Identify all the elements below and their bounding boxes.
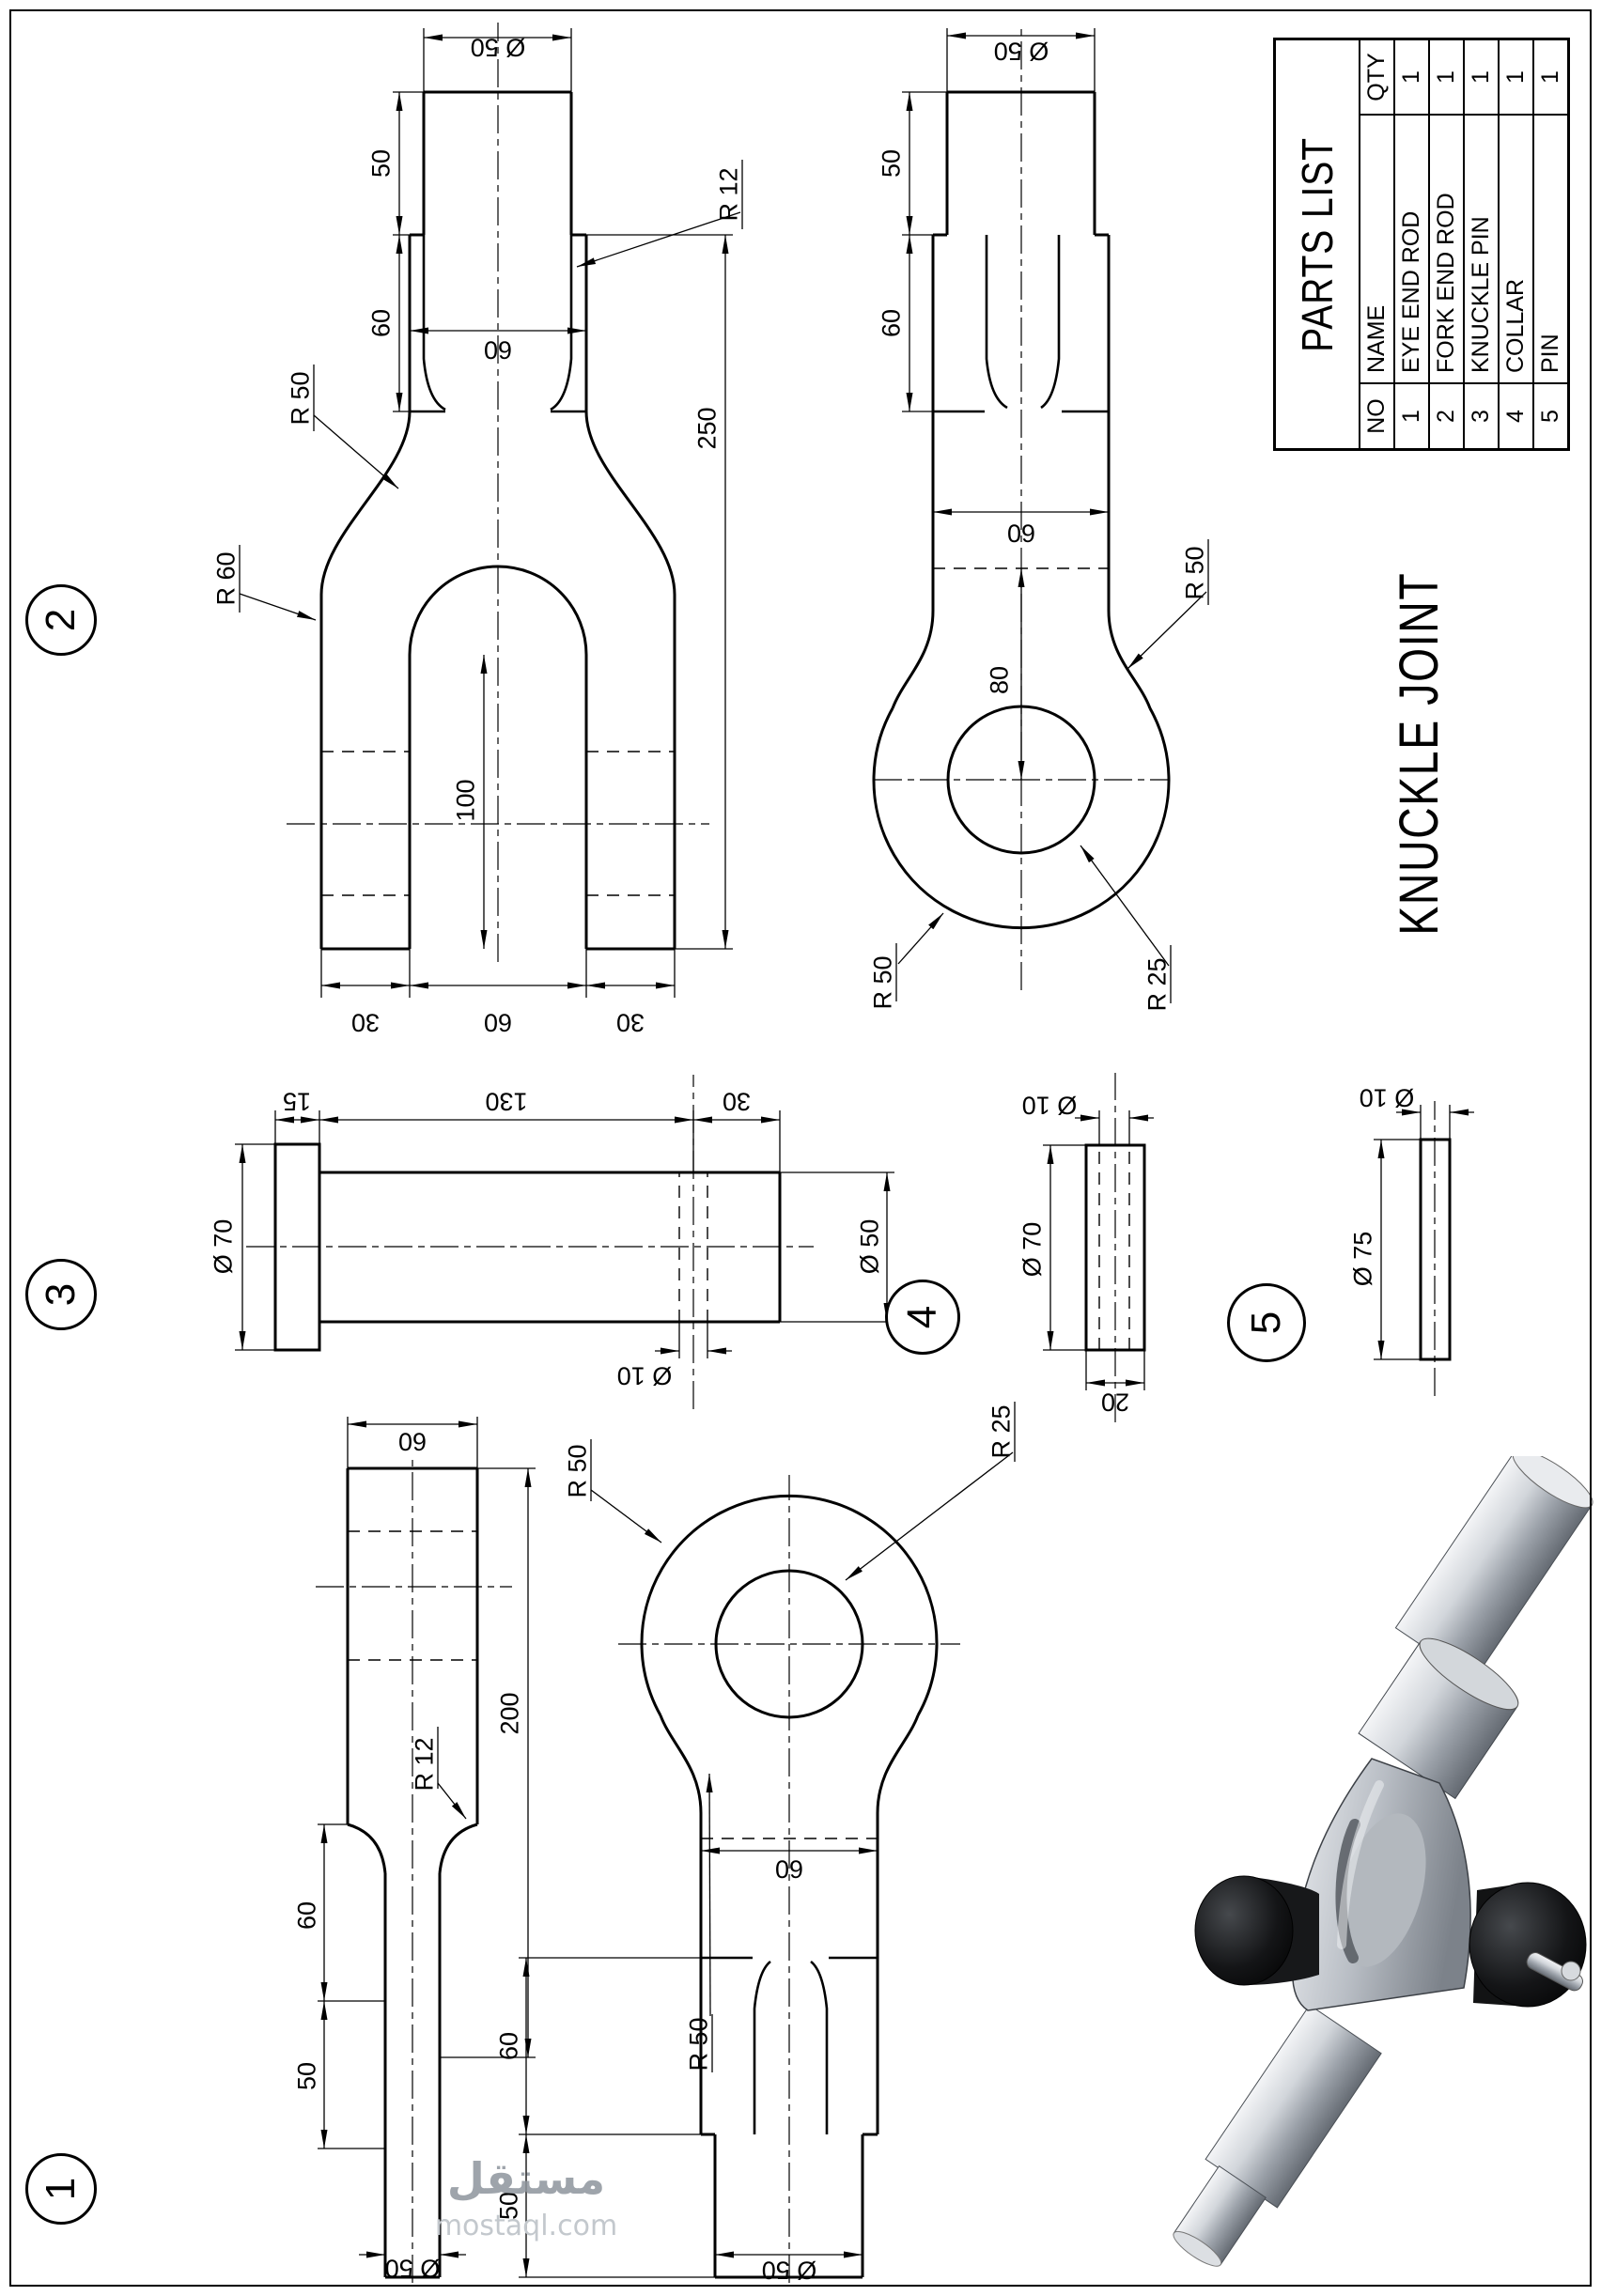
dim-label: Ø 75 bbox=[1348, 1231, 1377, 1287]
balloon-5: 5 bbox=[1227, 1283, 1306, 1362]
dim-label: 30 bbox=[722, 1087, 752, 1116]
parts-list-cell: 1 bbox=[1537, 70, 1563, 84]
dim-label: 50 bbox=[292, 2061, 321, 2091]
parts-list-header-row: NO NAME QTY bbox=[1360, 40, 1395, 448]
dim-label: R 12 bbox=[714, 167, 743, 222]
dim-label: 250 bbox=[692, 407, 722, 450]
parts-list-cell: KNUCKLE PIN bbox=[1465, 114, 1498, 382]
parts-list-cell: 3 bbox=[1465, 382, 1498, 448]
parts-list-cell: PIN bbox=[1534, 114, 1567, 382]
view-fork-front bbox=[239, 23, 743, 998]
render-collar-left bbox=[1194, 1875, 1294, 1986]
dim-label: 60 bbox=[366, 308, 396, 338]
balloon-1: 1 bbox=[25, 2153, 97, 2225]
render-upper-rod bbox=[1394, 1456, 1593, 1682]
render-shoulder bbox=[1358, 1637, 1519, 1800]
dim-label: R 12 bbox=[410, 1737, 439, 1792]
parts-list-header-no: NO bbox=[1360, 382, 1393, 448]
view-knuckle-pin bbox=[235, 1075, 894, 1409]
parts-list-cell: 1 bbox=[1395, 382, 1428, 448]
dim-label: Ø 10 bbox=[616, 1361, 673, 1390]
dim-label: 50 bbox=[366, 148, 396, 178]
drawing-title: KNUCKLE JOINT bbox=[1388, 572, 1450, 936]
dim-label: Ø 50 bbox=[993, 37, 1049, 66]
parts-list-cell: 4 bbox=[1500, 382, 1532, 448]
parts-list-cell: FORK END ROD bbox=[1430, 114, 1463, 382]
dim-label: 30 bbox=[615, 1008, 645, 1037]
dim-label: 200 bbox=[495, 1692, 524, 1735]
render-fork-slot bbox=[1338, 1813, 1426, 1967]
view-fork-side bbox=[872, 24, 1209, 1003]
dim-label: Ø 50 bbox=[470, 33, 526, 62]
parts-list-cell: 2 bbox=[1430, 382, 1463, 448]
dim-label: 50 bbox=[877, 148, 906, 178]
render-3d bbox=[1173, 1456, 1593, 2267]
dim-label: 30 bbox=[350, 1008, 381, 1037]
render-small-pin-head bbox=[1561, 1961, 1581, 1981]
dim-label: R 50 bbox=[286, 371, 315, 426]
dim-label: 80 bbox=[985, 665, 1014, 695]
dim-label: Ø 50 bbox=[384, 2254, 441, 2283]
render-slot-shadow bbox=[1335, 1819, 1360, 1963]
parts-list-title: PARTS LIST bbox=[1276, 40, 1360, 448]
balloon-2: 2 bbox=[25, 584, 97, 656]
dim-label: 60 bbox=[483, 335, 513, 365]
parts-list-cell: 1 bbox=[1502, 70, 1529, 84]
dim-label: 100 bbox=[451, 779, 480, 822]
dim-label: 15 bbox=[282, 1087, 312, 1116]
dim-label: Ø 50 bbox=[761, 2256, 817, 2285]
parts-list-cell: EYE END ROD bbox=[1395, 114, 1428, 382]
render-highlight bbox=[1337, 1780, 1384, 1949]
dim-label: R 25 bbox=[987, 1404, 1016, 1459]
view-eye-rod-side bbox=[519, 1402, 1016, 2283]
dim-label: Ø 10 bbox=[1359, 1083, 1415, 1112]
dim-label: R 50 bbox=[1180, 546, 1209, 600]
dim-label: 130 bbox=[485, 1087, 528, 1116]
parts-list-cell: 5 bbox=[1534, 382, 1567, 448]
dim-label: 60 bbox=[774, 1854, 804, 1884]
dim-label: 60 bbox=[494, 2031, 523, 2061]
render-lower-rod bbox=[1173, 2004, 1382, 2267]
dim-label: R 50 bbox=[684, 2017, 713, 2071]
parts-list-cell: 1 bbox=[1468, 70, 1494, 84]
parts-list-header-qty: QTY bbox=[1363, 53, 1390, 101]
parts-list-header-name: NAME bbox=[1360, 114, 1393, 382]
parts-list-cell: COLLAR bbox=[1500, 114, 1532, 382]
dim-label: 60 bbox=[877, 308, 906, 338]
dim-label: 60 bbox=[292, 1900, 321, 1931]
view-pin bbox=[1374, 1101, 1474, 1396]
dim-label: 60 bbox=[397, 1427, 427, 1456]
dim-label: Ø 70 bbox=[209, 1218, 238, 1275]
balloon-3: 3 bbox=[25, 1259, 97, 1330]
dim-label: Ø 10 bbox=[1021, 1091, 1078, 1120]
dim-label: R 25 bbox=[1142, 957, 1172, 1012]
dim-label: Ø 70 bbox=[1018, 1221, 1047, 1278]
parts-list-cell: 1 bbox=[1433, 70, 1459, 84]
dim-label: 60 bbox=[1006, 519, 1036, 548]
parts-list-cell: 1 bbox=[1398, 70, 1424, 84]
dim-label: 50 bbox=[494, 2191, 523, 2221]
dim-label: Ø 50 bbox=[855, 1218, 884, 1275]
dim-label: R 50 bbox=[868, 955, 897, 1010]
dim-label: R 50 bbox=[563, 1444, 592, 1498]
view-collar bbox=[1043, 1073, 1154, 1422]
dim-label: 60 bbox=[483, 1008, 513, 1037]
render-small-pin bbox=[1526, 1952, 1583, 1992]
dim-label: R 60 bbox=[211, 551, 241, 606]
dim-label: 20 bbox=[1100, 1388, 1130, 1417]
balloon-4: 4 bbox=[885, 1280, 960, 1355]
view-eye-rod-front bbox=[316, 1417, 536, 2283]
